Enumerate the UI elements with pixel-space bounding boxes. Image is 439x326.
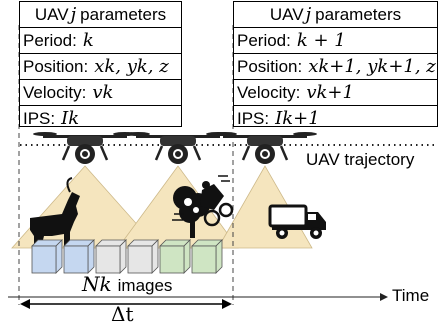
left-ips-row: IPS: Ik [20,106,181,131]
image-cube-4 [127,239,159,274]
left-position-row: Position: xk, yk, z [20,54,181,80]
left-panel-title-prefix: UAV [34,4,69,24]
images-label: images [117,276,173,295]
left-parameter-panel: UAV j parameters Period: k Position: xk,… [19,1,182,129]
time-label: Time [392,286,430,305]
right-velocity-row: Velocity: vk+1 [234,80,437,106]
image-cube-3 [95,239,127,274]
left-panel-title-var: j [70,4,77,25]
camera-cones [11,165,313,249]
image-cube-6 [191,239,223,274]
delta-t-label: Δt [111,302,134,326]
drone-icon-2 [126,132,230,164]
image-cube-1 [31,239,63,274]
right-panel-title-prefix: UAV [269,4,304,24]
right-panel-title: UAV j parameters [234,2,437,28]
left-velocity-row: Velocity: vk [20,80,181,106]
right-panel-title-suffix: parameters [315,4,402,24]
goat-icon [30,177,80,252]
right-period-label: Period: [237,30,291,50]
right-position-value: xk+1, yk+1, z [308,56,436,77]
drone-icon-3 [213,132,317,164]
right-period-value: k + 1 [296,30,346,51]
right-velocity-value: vk+1 [306,82,354,103]
drone-icon-1 [33,132,137,164]
left-position-value: xk, yk, z [94,56,169,77]
right-position-row: Position: xk+1, yk+1, z [234,54,437,80]
image-cube-2 [63,239,95,274]
trajectory-label: UAV trajectory [306,150,415,169]
left-panel-title-suffix: parameters [80,4,167,24]
left-period-row: Period: k [20,28,181,54]
left-velocity-value: vk [92,82,114,103]
time-axis-arrow [380,293,388,301]
left-velocity-label: Velocity: [23,82,87,102]
right-position-label: Position: [237,56,303,76]
right-ips-label: IPS: [237,108,270,128]
right-ips-row: IPS: Ik+1 [234,106,437,131]
right-period-row: Period: k + 1 [234,28,437,54]
left-panel-title: UAV j parameters [20,2,181,28]
truck-icon [268,204,326,239]
left-position-label: Position: [23,56,89,76]
right-panel-title-var: j [305,4,312,25]
left-period-value: k [82,30,94,51]
left-ips-value: Ik [61,108,80,129]
left-period-label: Period: [23,30,77,50]
cyclist-icon [172,175,234,227]
right-parameter-panel: UAV j parameters Period: k + 1 Position:… [233,1,438,129]
image-cube-5 [159,239,191,274]
right-velocity-label: Velocity: [237,82,301,102]
right-ips-value: Ik+1 [275,108,320,129]
images-count-var: Nk [82,272,112,296]
left-ips-label: IPS: [23,108,56,128]
delta-t-arrow-right [222,299,232,309]
images-caption: Nk images [82,272,172,296]
delta-t-arrow-left [20,299,30,309]
